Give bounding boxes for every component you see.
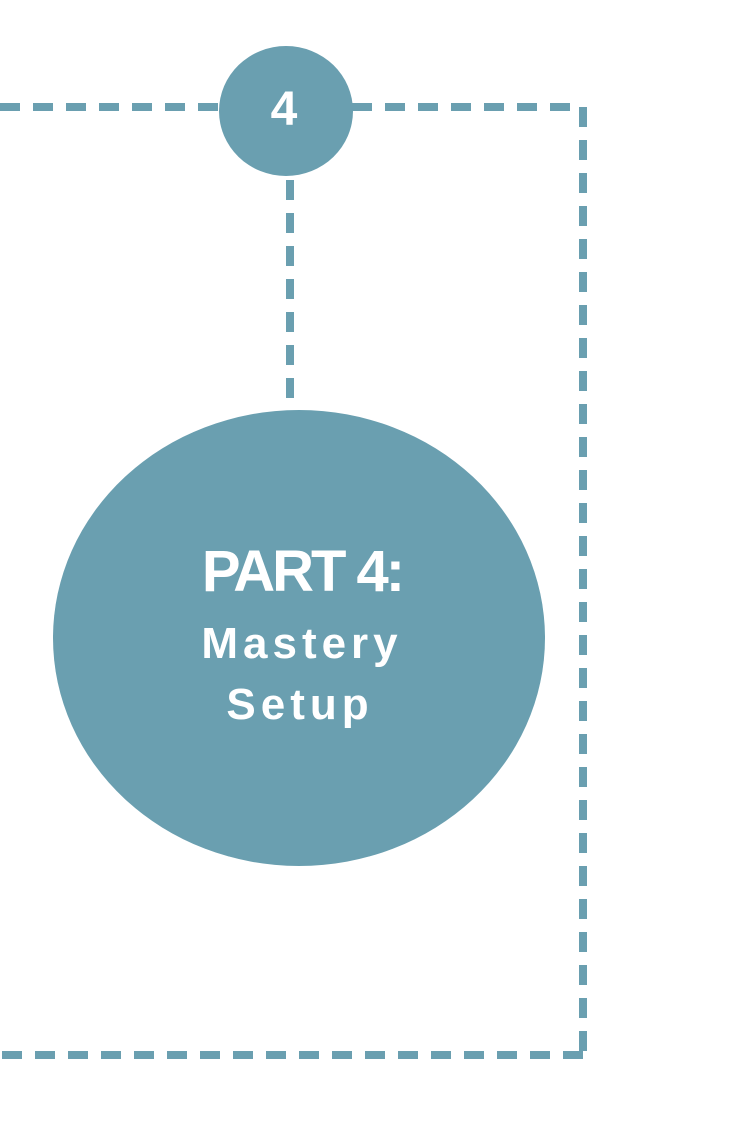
step-number: 4 xyxy=(271,83,298,136)
part-circle-shape xyxy=(53,410,545,866)
step-badge: 4 xyxy=(219,46,353,176)
part-title: PART 4: xyxy=(202,539,402,604)
part-subtitle-line2: Setup xyxy=(226,680,373,729)
part-circle: PART 4: Mastery Setup xyxy=(53,410,545,866)
part-subtitle-line1: Mastery xyxy=(201,619,402,668)
dashed-frame xyxy=(0,103,587,1059)
step-badge-circle xyxy=(219,46,353,176)
